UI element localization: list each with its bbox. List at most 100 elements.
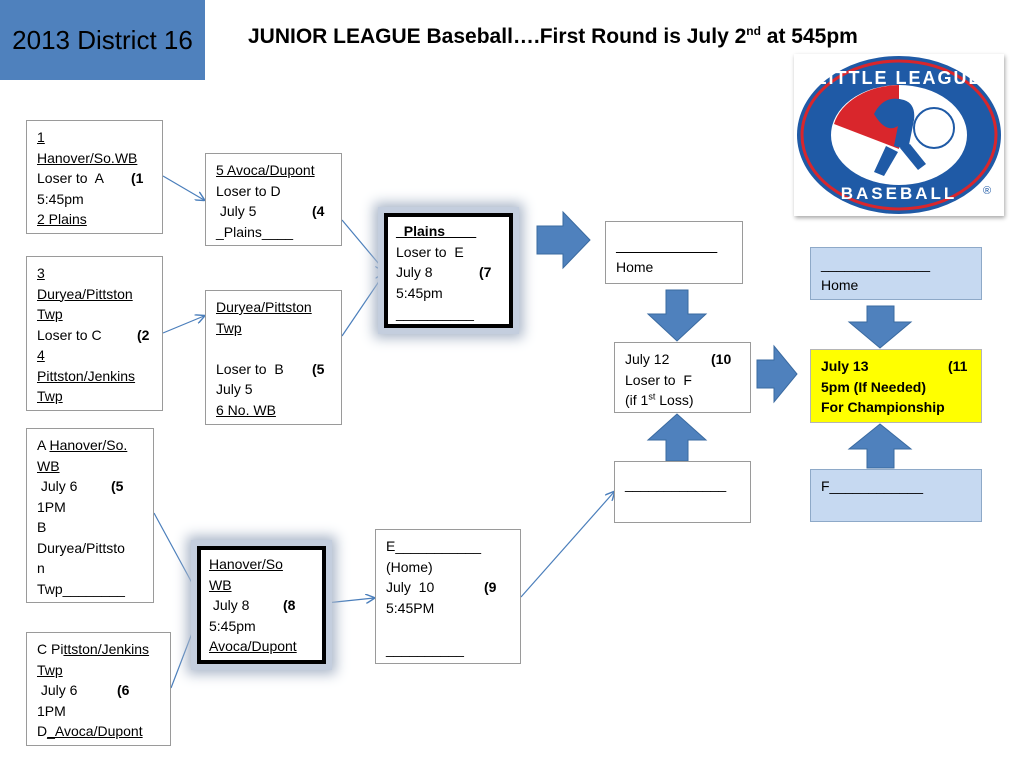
- game-10-number: (10: [711, 351, 732, 367]
- connector-1: [162, 175, 204, 200]
- connector-4: [341, 274, 384, 337]
- game-1-team-b: 2 Plains: [37, 211, 87, 227]
- game-2-seed: 3: [37, 265, 45, 281]
- game-8-box: Hanover/So WB July 8 5:45pm Avoca/Dupont…: [197, 546, 326, 664]
- game-2-seed-b: 4: [37, 347, 45, 363]
- game-9-team-a: E___________: [386, 538, 481, 554]
- game-6-team-d: _Avoca/Dupont: [47, 723, 143, 739]
- game-11-date: July 13: [821, 358, 869, 374]
- game-8-team-a: Hanover/So: [209, 556, 283, 572]
- game-5-loser: Loser to B: [216, 360, 284, 377]
- game-7-time: 5:45pm: [396, 284, 443, 301]
- connector-8: [520, 492, 614, 598]
- game-6-box: C Pittston/Jenkins Twp July 6 1PM D_Avoc…: [26, 632, 171, 746]
- game-5ab-team-b-end: Twp________: [37, 580, 125, 597]
- game-6-time: 1PM: [37, 702, 66, 719]
- game-9-date: July 10: [386, 579, 435, 595]
- semifinal-home-label: Home: [616, 258, 654, 275]
- district-label: 2013 District 16: [0, 0, 205, 80]
- game-5-number: (5: [312, 361, 325, 377]
- semifinal-home-box: _____________ Home: [605, 221, 743, 284]
- game-8-team-a-cont: WB: [209, 576, 232, 593]
- game-5ab-box: A Hanover/So. WB July 6 1PM B Duryea/Pit…: [26, 428, 154, 603]
- game-4-team-a: 5 Avoca/Dupont: [216, 162, 315, 178]
- game-7-box: _Plains____ Loser to E July 8 5:45pm ___…: [384, 213, 513, 328]
- little-league-logo-icon: LITTLE LEAGUE BASEBALL ®: [797, 56, 1001, 214]
- game-2-loser: Loser to C: [37, 326, 102, 343]
- game-4-loser: Loser to D: [216, 182, 281, 199]
- game-5ab-label-a: A: [37, 437, 50, 453]
- game-5ab-label-b: B: [37, 519, 47, 535]
- game-7-team-b: __________: [396, 305, 474, 321]
- game-9-box: E___________ (Home) July 10 5:45PM _____…: [375, 529, 521, 664]
- game-6-date: July 6: [37, 682, 78, 698]
- final-home-label: Home: [821, 276, 859, 293]
- game-1-seed: 1: [37, 129, 45, 145]
- game-2-team-b-cont: Twp: [37, 388, 63, 404]
- game-9-team-b: __________: [386, 640, 464, 657]
- game-5ab-team-b-cont: n: [37, 560, 45, 576]
- final-f-box: F____________: [810, 469, 982, 522]
- game-5ab-date: July 6: [37, 478, 78, 494]
- game-2-number: (2: [137, 327, 150, 343]
- game-8-number: (8: [283, 597, 296, 613]
- game-5-team-b: 6 No. WB: [216, 401, 276, 418]
- game-10-note-sup: st: [648, 391, 656, 402]
- svg-text:®: ®: [983, 185, 991, 197]
- final-f-label: F____________: [821, 478, 923, 494]
- game-10-note-b: Loss): [655, 392, 694, 408]
- arrow-right-2-icon: [756, 344, 798, 404]
- game-1-loser: Loser to A: [37, 170, 104, 186]
- game-10-date: July 12: [625, 351, 670, 367]
- game-8-time: 5:45pm: [209, 617, 256, 634]
- game-6-number: (6: [117, 682, 130, 698]
- game-2-team-b: Pittston/Jenkins: [37, 367, 136, 384]
- connector-3: [341, 219, 384, 270]
- game-4-number: (4: [312, 203, 325, 219]
- game-1-team-a: Hanover/So.WB: [37, 149, 138, 166]
- game-6-team-c: ttston/Jenkins: [63, 641, 150, 657]
- arrow-down-1-icon: [646, 289, 708, 342]
- game-4-box: 5 Avoca/Dupont Loser to D July 5 _Plains…: [205, 153, 342, 246]
- game-5ab-time: 1PM: [37, 498, 66, 515]
- game-5ab-team-a: Hanover/So.: [49, 437, 128, 453]
- game-5ab-team-a-cont: WB: [37, 457, 60, 474]
- arrow-up-1-icon: [646, 413, 708, 462]
- svg-text:BASEBALL: BASEBALL: [841, 184, 958, 203]
- game-11-box: July 13 5pm (If Needed) For Championship…: [810, 349, 982, 423]
- game-11-note: For Championship: [821, 399, 945, 415]
- game-2-team-a-cont: Twp: [37, 306, 63, 322]
- final-home-blank: ______________: [821, 256, 931, 272]
- game-4-team-b: _Plains____: [216, 223, 294, 240]
- game-9-home: (Home): [386, 558, 433, 575]
- game-6-label-d: D: [37, 723, 48, 739]
- game-10-opponent-box: _____________: [614, 461, 751, 523]
- connector-7: [325, 598, 374, 603]
- arrow-right-1-icon: [536, 210, 591, 270]
- arrow-down-2-icon: [847, 305, 913, 349]
- game-5-box: Duryea/Pittston Twp Loser to B July 5 6 …: [205, 290, 342, 425]
- final-home-box: ______________ Home: [810, 247, 982, 300]
- game-7-team-a: _Plains____: [396, 223, 477, 239]
- game-2-box: 3 Duryea/Pittston Twp Loser to C 4 Pitts…: [26, 256, 163, 411]
- game-6-team-c-cont: Twp: [37, 661, 63, 678]
- game-5-date: July 5: [216, 381, 253, 397]
- game-5ab-team-b: Duryea/Pittsto: [37, 539, 125, 556]
- svg-text:LITTLE LEAGUE: LITTLE LEAGUE: [816, 68, 983, 88]
- little-league-logo: LITTLE LEAGUE BASEBALL ®: [794, 54, 1004, 216]
- page-title: JUNIOR LEAGUE Baseball….First Round is J…: [248, 24, 858, 48]
- semifinal-home-blank: _____________: [616, 238, 718, 254]
- game-10-box: July 12 Loser to F (if 1st Loss) (10: [614, 342, 751, 413]
- game-5-team-a: Duryea/Pittston: [216, 299, 312, 315]
- game-7-date: July 8: [396, 264, 433, 280]
- game-7-loser: Loser to E: [396, 243, 464, 260]
- game-5-team-a-cont: Twp: [216, 319, 242, 336]
- game-1-number: (1: [131, 170, 144, 186]
- game-10-note-a: (if 1: [625, 392, 649, 408]
- game-1-time: 5:45pm: [37, 190, 84, 207]
- game-9-number: (9: [484, 579, 497, 595]
- game-11-time: 5pm (If Needed): [821, 378, 927, 395]
- game-2-team-a: Duryea/Pittston: [37, 285, 133, 302]
- game-5ab-number: (5: [111, 478, 124, 494]
- game-1-box: 1 Hanover/So.WB Loser to A 5:45pm 2 Plai…: [26, 120, 163, 234]
